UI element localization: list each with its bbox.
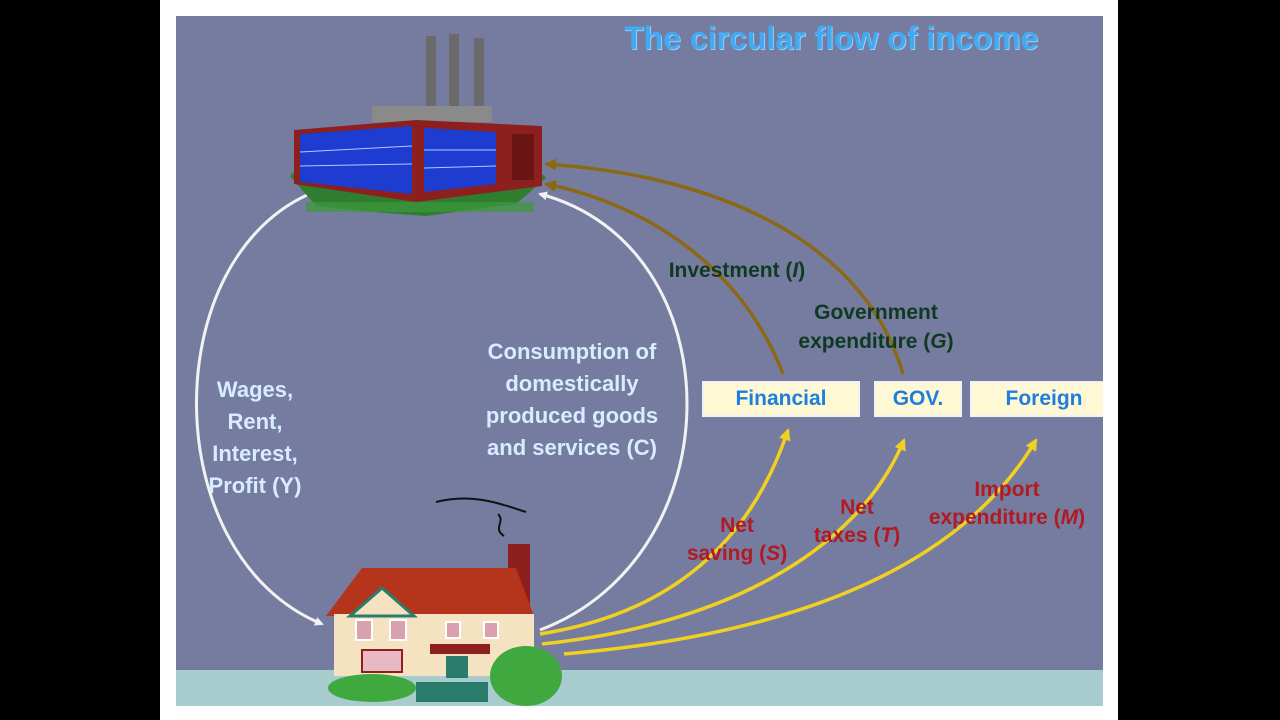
factor-income-line: Interest,	[212, 441, 298, 466]
page-title: The circular flow of income	[624, 20, 1039, 56]
consumption-arrow	[538, 191, 689, 632]
government-sector-box: GOV.	[874, 381, 962, 417]
financial-sector-box: Financial	[702, 381, 860, 417]
consumption-line: domestically	[505, 371, 639, 396]
investment-arrow	[544, 180, 785, 375]
net-saving-arrow	[539, 428, 791, 636]
factory-illustration	[290, 34, 546, 216]
government-expenditure-arrow	[544, 158, 905, 375]
factor-income-line: Wages,	[216, 377, 294, 402]
investment-label: Investment (I)	[668, 259, 806, 282]
factor-income-arrow	[195, 190, 324, 626]
net-saving-label: Net saving (S)	[686, 514, 788, 565]
consumption-line: and services (C)	[487, 435, 657, 460]
factor-income-label: Wages, Rent, Interest, Profit (Y)	[190, 374, 320, 502]
factor-income-line: Profit (Y)	[208, 473, 302, 498]
net-taxes-label: Net taxes (T)	[813, 496, 901, 547]
import-expenditure-label: Import expenditure (M)	[928, 478, 1086, 529]
consumption-line: Consumption of	[487, 339, 657, 364]
factor-income-line: Rent,	[227, 409, 283, 434]
consumption-line: produced goods	[485, 403, 659, 428]
import-expenditure-arrow	[563, 438, 1038, 656]
government-expenditure-label: Government expenditure (G)	[798, 301, 954, 353]
diagram-artwork	[195, 34, 1038, 706]
consumption-label: Consumption of domestically produced goo…	[464, 336, 680, 464]
net-taxes-arrow	[541, 438, 906, 646]
foreign-sector-box: Foreign	[970, 381, 1103, 417]
diagram-canvas: The circular flow of income Wages, Rent,…	[176, 16, 1103, 706]
house-illustration	[326, 497, 562, 706]
